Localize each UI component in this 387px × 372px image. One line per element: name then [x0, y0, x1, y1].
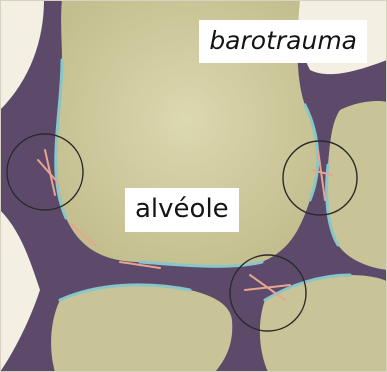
- alveolus-bottom-left: [51, 285, 232, 372]
- title-label: barotrauma: [199, 20, 367, 63]
- alveolus-label: alvéole: [125, 188, 239, 232]
